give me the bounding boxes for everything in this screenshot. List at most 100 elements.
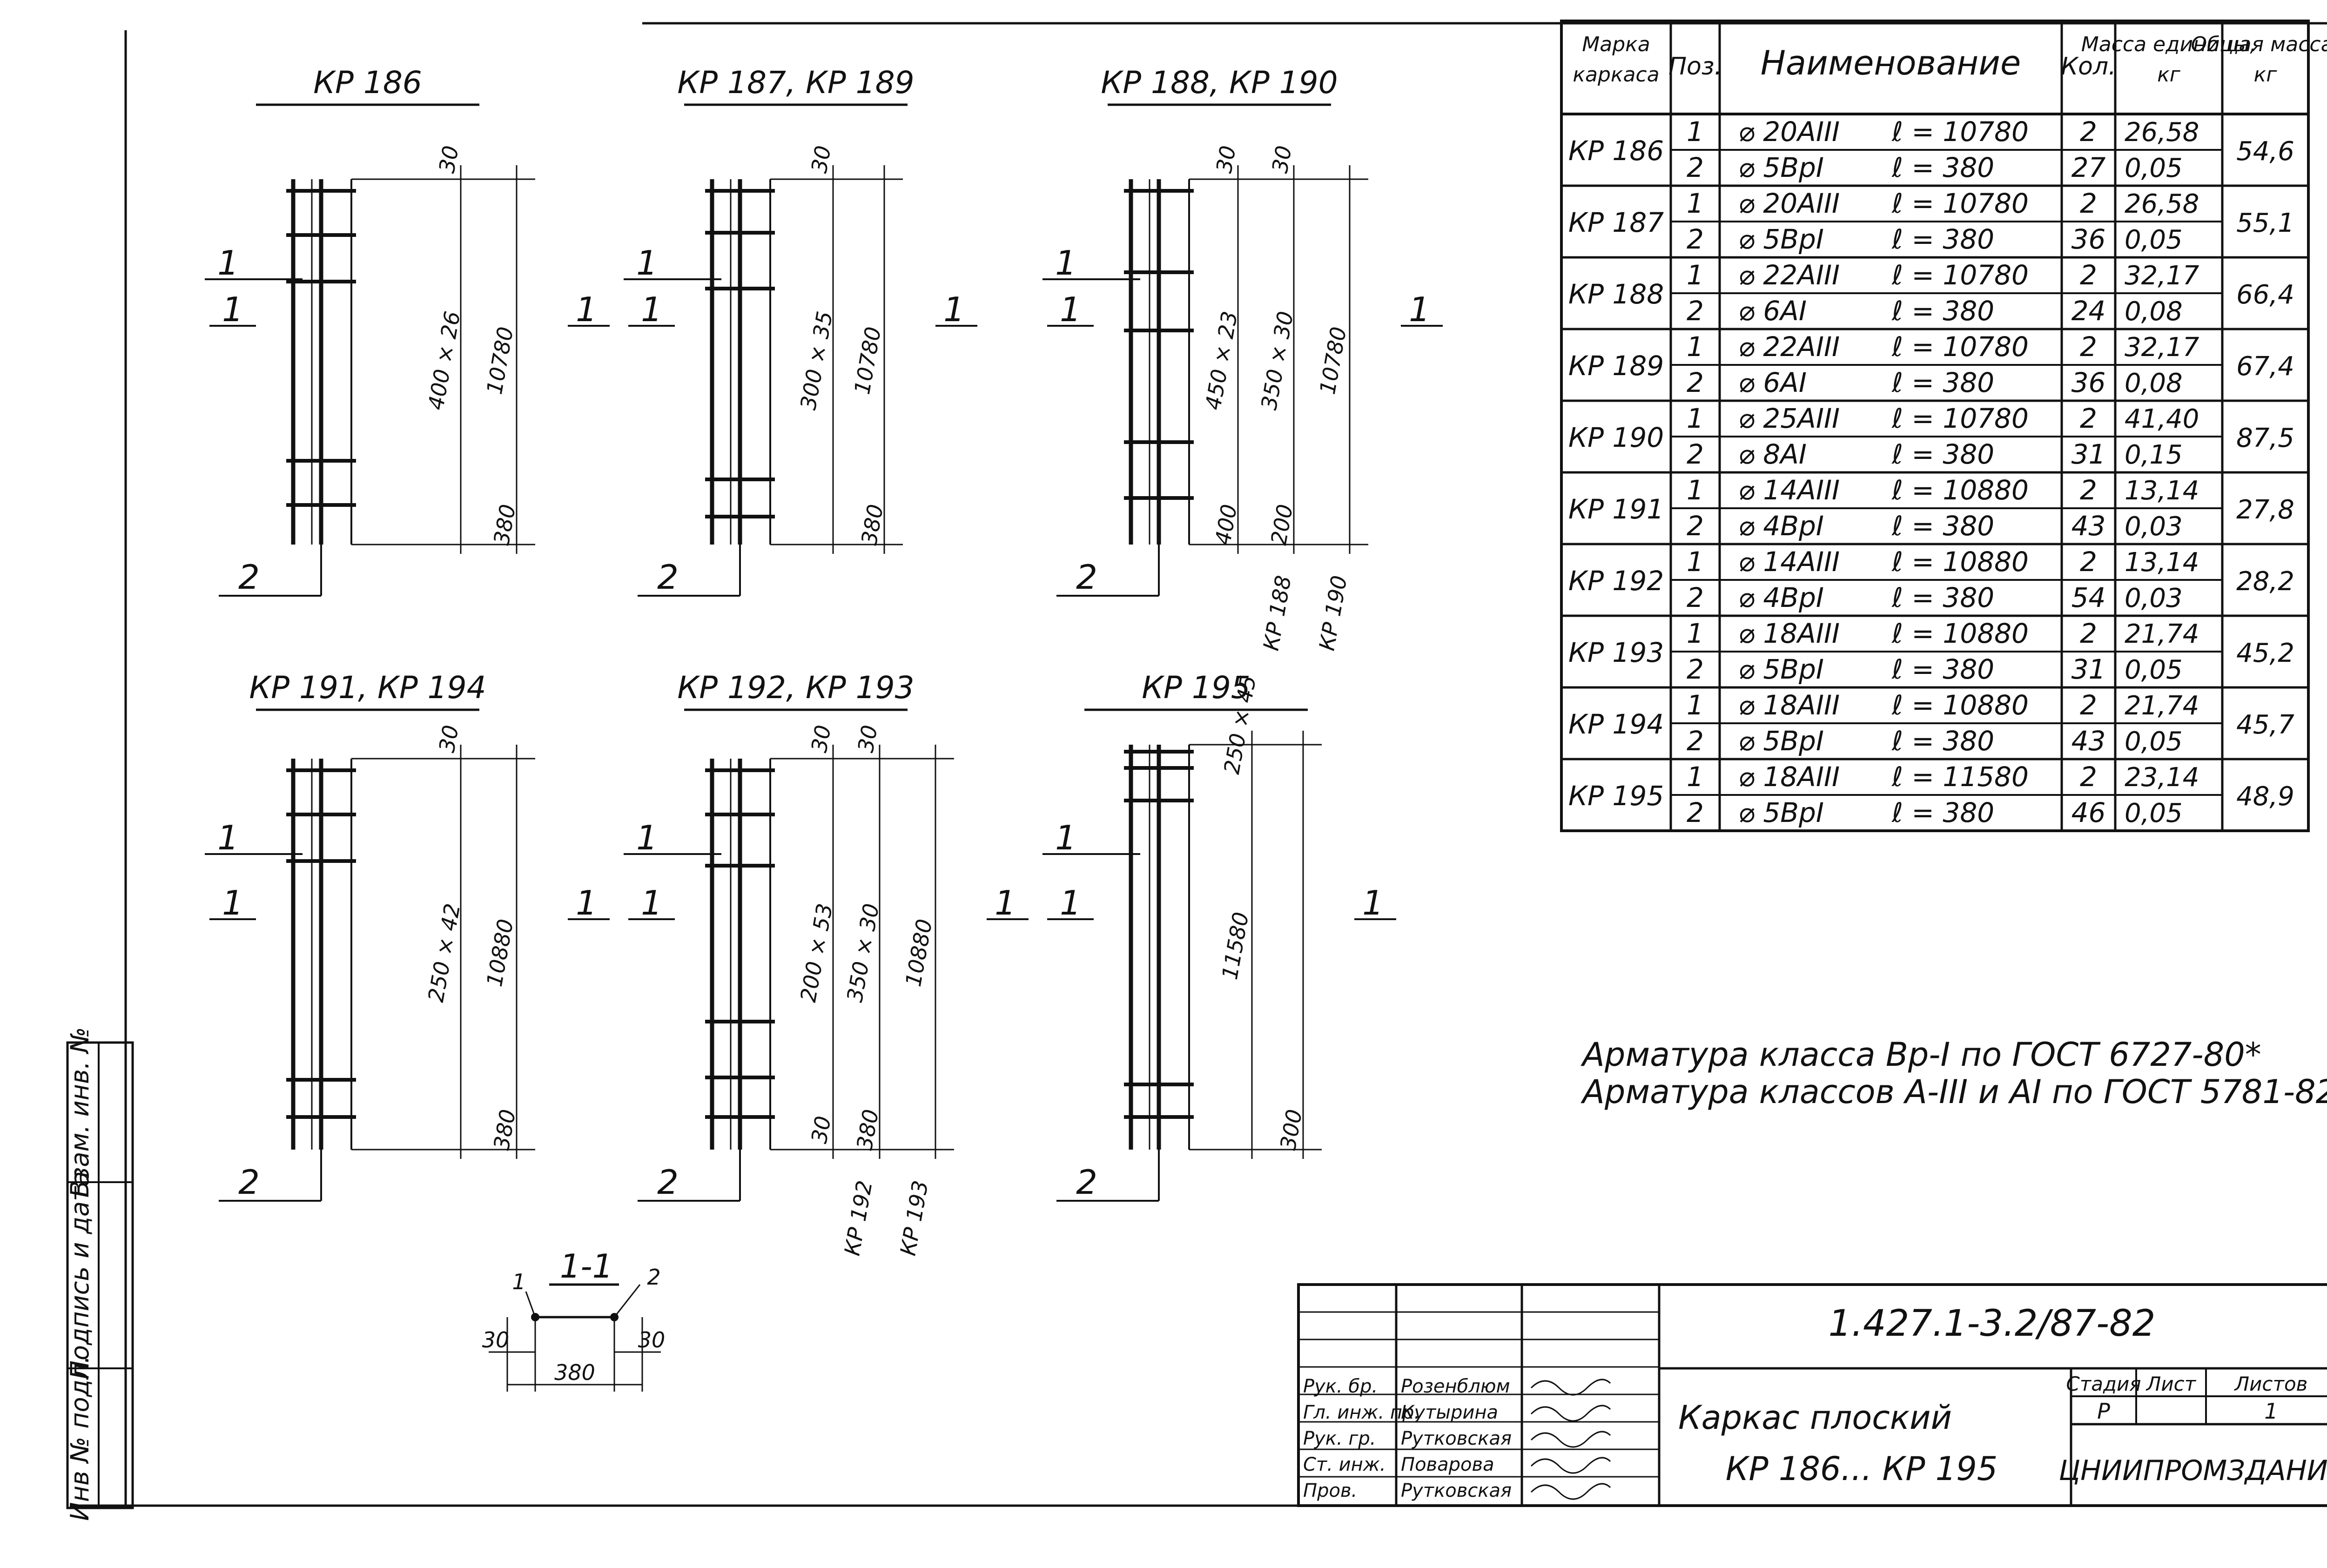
leader xyxy=(525,1291,536,1318)
spec-total: 54,6 xyxy=(2236,136,2294,167)
role-name: Розенблюм xyxy=(1401,1376,1510,1397)
spec-bar: ⌀ 4ВрI xyxy=(1738,510,1824,542)
role-name: Рутковская xyxy=(1401,1428,1512,1449)
signature xyxy=(1530,1431,1611,1448)
spec-unit-mass: 32,17 xyxy=(2125,332,2199,363)
section-mark: 1 xyxy=(217,243,239,283)
sheets-label: Листов xyxy=(2234,1373,2308,1395)
spec-pos: 2 xyxy=(1687,223,1704,255)
spec-pos: 1 xyxy=(1687,188,1704,219)
dimension-label: 300 xyxy=(1275,1107,1307,1152)
drawing-title: КР 192, КР 193 xyxy=(677,670,914,706)
dimension-label: 30 xyxy=(807,723,836,754)
spec-qty: 2 xyxy=(2080,689,2097,721)
spec-bar: ⌀ 22АIII xyxy=(1738,331,1840,363)
spec-mark: КР 193 xyxy=(1568,637,1664,668)
drawing-title: КР 187, КР 189 xyxy=(677,65,914,101)
spec-mark: КР 195 xyxy=(1568,780,1664,812)
spec-total: 45,2 xyxy=(2236,638,2294,668)
role-name: Поварова xyxy=(1401,1454,1494,1475)
drawing-title: КР 186 xyxy=(313,65,422,101)
spec-pos: 1 xyxy=(1687,116,1704,148)
section-mark: 1 xyxy=(576,883,597,922)
dimension-label: КР 190 xyxy=(1314,573,1352,653)
spec-header: кг xyxy=(2157,63,2181,87)
spec-bar: ⌀ 14АIII xyxy=(1738,546,1840,578)
spec-unit-mass: 21,74 xyxy=(2125,619,2199,649)
dimension-label: 350 × 30 xyxy=(1256,310,1298,412)
spec-bar: ⌀ 22АIII xyxy=(1738,259,1840,291)
dimension-label: 30 xyxy=(1211,144,1241,175)
spec-length: ℓ = 10780 xyxy=(1891,331,2029,363)
spec-bar: ⌀ 6АI xyxy=(1738,295,1807,327)
spec-length: ℓ = 380 xyxy=(1891,152,1994,183)
position-mark: 2 xyxy=(657,1163,679,1202)
spec-bar: ⌀ 18АIII xyxy=(1738,618,1840,649)
dimension-label: 30 xyxy=(434,144,464,175)
spec-length: ℓ = 10880 xyxy=(1891,618,2029,649)
spec-mark: КР 186 xyxy=(1568,135,1664,167)
spec-header: кг xyxy=(2254,63,2278,87)
spec-header: Поз. xyxy=(1668,53,1722,81)
signature xyxy=(1530,1457,1611,1474)
spec-mark: КР 190 xyxy=(1568,422,1664,453)
spec-length: ℓ = 10880 xyxy=(1891,474,2029,506)
leader xyxy=(613,1284,641,1318)
spec-mark: КР 191 xyxy=(1568,493,1664,525)
spec-unit-mass: 0,05 xyxy=(2125,655,2183,685)
role-label: Рук. гр. xyxy=(1303,1428,1376,1449)
spec-pos: 1 xyxy=(1687,689,1704,721)
spec-qty: 27 xyxy=(2071,152,2106,183)
position-mark: 2 xyxy=(238,558,260,597)
spec-total: 48,9 xyxy=(2236,781,2294,812)
spec-header: Наименование xyxy=(1761,43,2021,82)
spec-length: ℓ = 10780 xyxy=(1891,188,2029,219)
dimension-label: 30 xyxy=(1267,144,1297,175)
spec-pos: 1 xyxy=(1687,403,1704,434)
dimension-label: 250 × 42 xyxy=(423,902,465,1004)
dimension-label: 30 xyxy=(807,1114,836,1145)
signature xyxy=(1530,1405,1611,1422)
spec-bar: ⌀ 25АIII xyxy=(1738,403,1840,434)
section-mark: 1 xyxy=(943,290,965,329)
spec-unit-mass: 32,17 xyxy=(2125,261,2199,291)
spec-unit-mass: 0,05 xyxy=(2125,798,2183,828)
side-stamp-label: Инв № подл. xyxy=(65,1355,94,1521)
spec-qty: 54 xyxy=(2071,582,2106,613)
spec-pos: 1 xyxy=(1687,618,1704,649)
spec-unit-mass: 26,58 xyxy=(2125,117,2199,148)
spec-qty: 46 xyxy=(2071,797,2106,828)
spec-total: 66,4 xyxy=(2236,280,2294,310)
spec-length: ℓ = 380 xyxy=(1891,223,1994,255)
spec-length: ℓ = 380 xyxy=(1891,653,1994,685)
spec-unit-mass: 0,05 xyxy=(2125,225,2183,255)
spec-qty: 2 xyxy=(2080,259,2097,291)
dimension-label: 400 × 26 xyxy=(423,310,465,412)
spec-pos: 2 xyxy=(1687,797,1704,828)
spec-pos: 2 xyxy=(1687,582,1704,613)
spec-bar: ⌀ 14АIII xyxy=(1738,474,1840,506)
role-name: Рутковская xyxy=(1401,1480,1512,1501)
spec-unit-mass: 21,74 xyxy=(2125,691,2199,721)
spec-pos: 1 xyxy=(1687,259,1704,291)
spec-length: ℓ = 10880 xyxy=(1891,689,2029,721)
spec-pos: 2 xyxy=(1687,653,1704,685)
dimension-label: 10880 xyxy=(482,917,518,988)
section-mark: 1 xyxy=(1409,290,1430,329)
spec-bar: ⌀ 5ВрI xyxy=(1738,653,1824,685)
spec-header: Кол. xyxy=(2061,53,2116,81)
spec-mark: КР 194 xyxy=(1568,708,1664,740)
spec-total: 28,2 xyxy=(2236,566,2294,597)
notes: Арматура класса Вр-I по ГОСТ 6727-80*Арм… xyxy=(1580,1036,2327,1111)
spec-unit-mass: 23,14 xyxy=(2125,762,2199,793)
spec-unit-mass: 0,08 xyxy=(2125,368,2183,398)
position-mark: 2 xyxy=(647,1265,660,1290)
dimension-label: 380 xyxy=(489,1107,520,1152)
dimension-label: КР 188 xyxy=(1258,573,1296,653)
position-mark: 2 xyxy=(1076,558,1097,597)
